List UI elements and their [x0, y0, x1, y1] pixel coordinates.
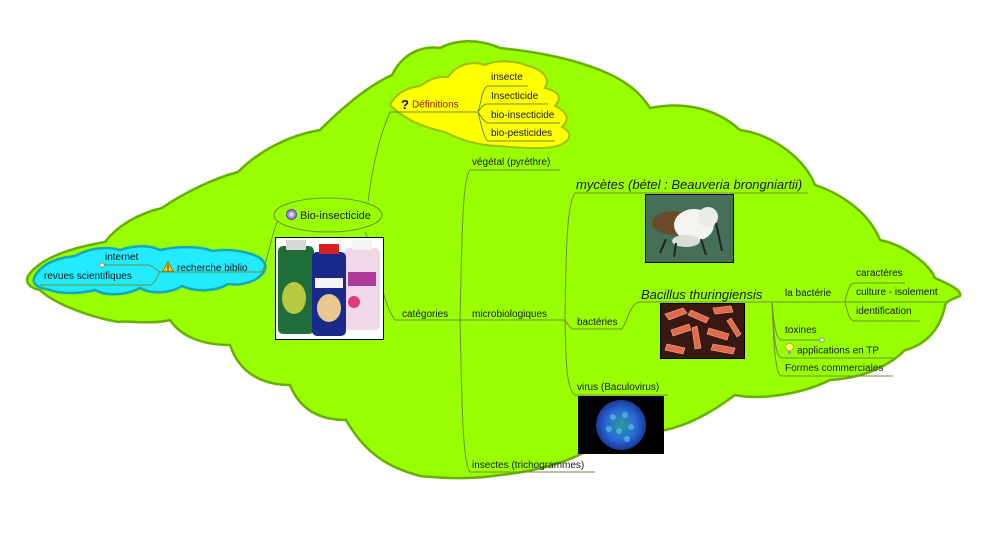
beauveria-infected-insect-image [645, 194, 734, 263]
central-topic-icon [286, 209, 297, 223]
bacterie-item[interactable]: caractères [856, 268, 903, 279]
definition-item[interactable]: insecte [491, 72, 523, 83]
question-mark-icon: ? [401, 97, 409, 112]
definition-item[interactable]: bio-insecticide [491, 110, 555, 121]
collapse-handle-biblio [99, 262, 105, 268]
bacterie-item[interactable]: identification [856, 306, 912, 317]
bio-insecticide-products-image [275, 237, 384, 340]
biblio-item-internet[interactable]: internet [105, 252, 139, 263]
virus-topic[interactable]: virus (Baculovirus) [577, 382, 660, 393]
category-insectes[interactable]: insectes (trichogrammes) [472, 460, 585, 471]
lightbulb-icon [785, 343, 794, 359]
main-topic-cloud [25, 40, 962, 480]
central-topic-bubble[interactable] [273, 197, 383, 233]
definitions-label: Définitions [411, 99, 459, 111]
definitions-topic[interactable]: ?Définitions [401, 97, 459, 112]
connector-bacteries [564, 301, 768, 330]
biblio-item-revues[interactable]: revues scientifiques [44, 271, 132, 282]
definition-item[interactable]: Insecticide [491, 91, 539, 102]
connector-vegetal [459, 169, 560, 321]
warning-icon [161, 260, 175, 276]
definition-item[interactable]: bio-pesticides [491, 128, 553, 139]
bacillus-topic[interactable]: Bacillus thuringiensis [641, 287, 763, 302]
applications-label: applications en TP [797, 345, 880, 357]
connector-biblio-leaves [40, 264, 161, 286]
categories-topic[interactable]: catégories [402, 309, 449, 320]
connector-insectes [459, 319, 595, 473]
mycetes-topic[interactable]: mycètes (bétel : Beauveria brongniartii) [576, 177, 803, 192]
collapse-handle-toxines [819, 337, 825, 343]
connector-def-leaves [477, 85, 560, 142]
applications-topic[interactable]: applications en TP [785, 343, 879, 359]
connector-bacterie-leaves [844, 282, 945, 322]
connector-formes [771, 301, 893, 377]
biblio-label: recherche biblio [177, 263, 248, 275]
central-topic-label: Bio-insecticide [300, 209, 371, 222]
connector-mycetes [564, 192, 808, 321]
biblio-topic[interactable]: recherche biblio [161, 260, 248, 276]
bacillus-micrograph-image [660, 303, 745, 359]
toxines-topic[interactable]: toxines [785, 325, 817, 336]
formes-commerciales-topic[interactable]: Formes commerciales [785, 363, 884, 374]
baculovirus-image [578, 396, 664, 454]
bacterie-item[interactable]: culture - isolement [856, 287, 938, 298]
la-bacterie-topic[interactable]: la bactérie [785, 288, 832, 299]
connector-biblio [160, 221, 278, 273]
biblio-cloud [32, 245, 267, 296]
connector-virus [564, 319, 668, 396]
central-topic[interactable]: Bio-insecticide [286, 209, 371, 223]
category-vegetal[interactable]: végétal (pyrèthre) [472, 157, 551, 168]
connector-definitions [367, 111, 478, 203]
category-microbiologiques[interactable]: microbiologiques [472, 309, 548, 320]
bacteries-topic[interactable]: bactéries [577, 317, 618, 328]
